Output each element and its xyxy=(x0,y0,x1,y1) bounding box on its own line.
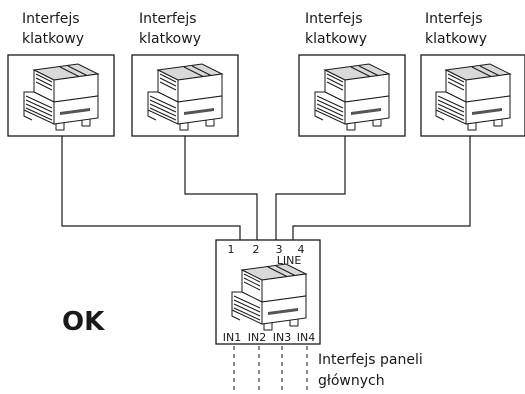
interface-label-1-line2: klatkowy xyxy=(22,31,84,47)
main-panels-label-line1: Interfejs paneli xyxy=(318,352,423,368)
wire-4 xyxy=(292,136,471,240)
interface-label-4: Interfejs klatkowy xyxy=(425,11,487,47)
interface-label-2-line2: klatkowy xyxy=(139,31,201,47)
interface-box-4 xyxy=(420,54,525,137)
interface-label-3: Interfejs klatkowy xyxy=(305,11,367,47)
interface-box-3 xyxy=(298,54,406,137)
interface-label-4-line2: klatkowy xyxy=(425,31,487,47)
line-label: LINE xyxy=(277,254,302,267)
terminal-2: 2 xyxy=(253,243,260,256)
interface-label-3-line2: klatkowy xyxy=(305,31,367,47)
interface-box-2 xyxy=(131,54,239,137)
interface-label-3-line1: Interfejs xyxy=(305,11,363,27)
interface-label-2-line1: Interfejs xyxy=(139,11,197,27)
wire-2 xyxy=(184,136,258,240)
wire-3 xyxy=(275,136,346,240)
interface-label-2: Interfejs klatkowy xyxy=(139,11,201,47)
interface-label-4-line1: Interfejs xyxy=(425,11,483,27)
central-unit: 1 2 3 4 LINE IN1 IN2 IN3 IN4 xyxy=(215,239,321,345)
terminal-1: 1 xyxy=(228,243,235,256)
interface-label-1: Interfejs klatkowy xyxy=(22,11,84,47)
main-panels-label-line2: głównych xyxy=(318,373,385,389)
interface-box-1 xyxy=(7,54,115,137)
interface-label-1-line1: Interfejs xyxy=(22,11,80,27)
input-in1: IN1 xyxy=(223,331,241,344)
terminal-3: 3 xyxy=(276,243,283,256)
input-in2: IN2 xyxy=(248,331,266,344)
input-in3: IN3 xyxy=(273,331,291,344)
input-in4: IN4 xyxy=(297,331,315,344)
wire-1 xyxy=(61,136,241,240)
terminal-4: 4 xyxy=(298,243,305,256)
ok-label: OK xyxy=(62,307,105,337)
